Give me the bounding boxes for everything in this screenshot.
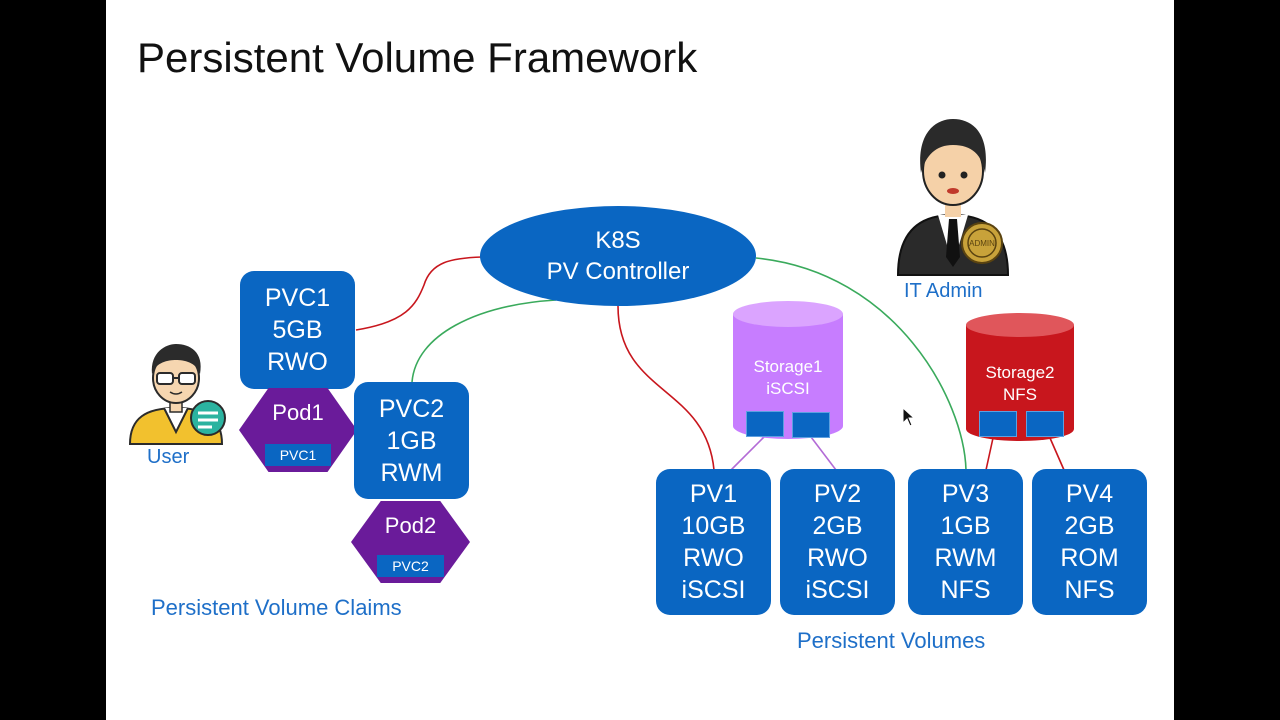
- volumes-caption: Persistent Volumes: [797, 628, 986, 653]
- storage1-type: iSCSI: [766, 379, 810, 398]
- admin-icon: ADMIN: [896, 119, 1010, 276]
- pv1-name: PV1: [689, 480, 738, 508]
- pv4-box: PV4 2GB ROM NFS: [1032, 469, 1147, 615]
- pv1-box: PV1 10GB RWO iSCSI: [656, 469, 771, 615]
- slide: Persistent Volume Framework K8S PV Contr…: [106, 0, 1174, 720]
- pvc2-size: 1GB: [386, 426, 437, 455]
- wire-pvc2-controller: [411, 299, 557, 383]
- pvc2-name: PVC2: [378, 394, 445, 423]
- storage1-cylinder: Storage1 iSCSI: [732, 300, 844, 440]
- pv3-box: PV3 1GB RWM NFS: [908, 469, 1023, 615]
- admin-badge-text: ADMIN: [969, 239, 995, 248]
- pv4-type: NFS: [1064, 576, 1115, 604]
- storage2-name: Storage2: [985, 363, 1055, 382]
- pvc1-name: PVC1: [264, 284, 331, 312]
- pv1-size: 10GB: [681, 512, 746, 540]
- pod1-claim-badge: PVC1: [265, 444, 331, 466]
- connection-lines: [355, 256, 1065, 471]
- pv3-size: 1GB: [940, 512, 991, 540]
- pv2-type: iSCSI: [805, 576, 870, 604]
- pv-controller-line1: K8S: [595, 227, 641, 254]
- storage2-port-2: [1026, 411, 1064, 437]
- wire-storage1-pv2: [810, 436, 837, 471]
- pvc2-box: PVC2 1GB RWM: [354, 382, 469, 499]
- pv4-size: 2GB: [1064, 512, 1115, 540]
- pv3-mode: RWM: [934, 544, 997, 572]
- wire-controller-pv3: [755, 257, 967, 471]
- pod2-name: Pod2: [384, 513, 437, 538]
- pv2-size: 2GB: [812, 512, 863, 540]
- admin-label: IT Admin: [904, 280, 983, 302]
- pvc2-mode: RWM: [380, 458, 443, 487]
- pv3-name: PV3: [941, 480, 990, 508]
- pv4-name: PV4: [1065, 480, 1114, 508]
- storage2-cylinder: Storage2 NFS: [965, 312, 1075, 442]
- storage1-name: Storage1: [753, 357, 823, 376]
- claims-caption: Persistent Volume Claims: [151, 595, 402, 620]
- mouse-cursor-icon: [902, 407, 916, 427]
- pod1-name: Pod1: [272, 400, 324, 425]
- pv2-mode: RWO: [807, 544, 868, 572]
- pv-controller: K8S PV Controller: [480, 206, 756, 306]
- pv-controller-line2: PV Controller: [546, 258, 690, 285]
- storage2-label: Storage2 NFS: [965, 362, 1075, 406]
- storage1-port-2: [792, 412, 830, 438]
- wire-storage2-pv3: [985, 437, 994, 471]
- user-label: User: [147, 446, 190, 468]
- storage2-type: NFS: [1003, 385, 1037, 404]
- pvc1-size: 5GB: [272, 316, 323, 344]
- pv3-type: NFS: [940, 576, 991, 604]
- wire-storage2-pv4: [1049, 437, 1065, 471]
- slide-title: Persistent Volume Framework: [137, 34, 698, 81]
- wire-controller-pv1: [617, 305, 715, 471]
- pod2-claim-badge: PVC2: [377, 555, 444, 577]
- pvc1-mode: RWO: [267, 348, 328, 376]
- wire-pvc1-controller: [355, 256, 483, 331]
- pv1-mode: RWO: [683, 544, 744, 572]
- pod2: Pod2 PVC2: [351, 501, 470, 583]
- storage1-cylinder-shape: [733, 301, 843, 439]
- pvc1-box: PVC1 5GB RWO: [240, 271, 355, 389]
- pv2-box: PV2 2GB RWO iSCSI: [780, 469, 895, 615]
- pv1-type: iSCSI: [681, 576, 746, 604]
- storage2-port-1: [979, 411, 1017, 437]
- pv4-mode: ROM: [1060, 544, 1119, 572]
- pv2-name: PV2: [813, 480, 862, 508]
- storage1-port-1: [746, 411, 784, 437]
- wire-storage1-pv1: [730, 436, 765, 471]
- storage1-label: Storage1 iSCSI: [732, 356, 844, 400]
- user-icon: [128, 344, 226, 445]
